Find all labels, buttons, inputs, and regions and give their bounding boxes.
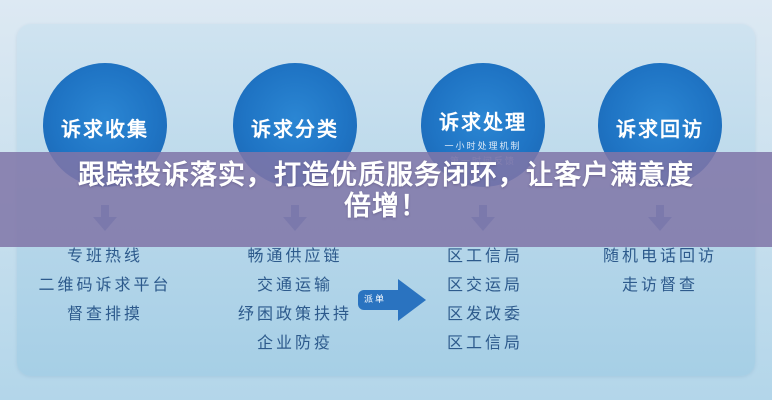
step-label: 诉求分类 [251,116,339,141]
list-item: 区工信局 [446,246,523,265]
list-item: 随机电话回访 [602,246,717,265]
list-item: 区发改委 [446,304,523,323]
list-item: 畅通供应链 [247,246,343,265]
list-item: 走访督查 [621,275,698,294]
list-item: 二维码诉求平台 [38,275,172,294]
revisit-method-list: 随机电话回访 走访督查 [590,241,730,299]
step-label: 诉求回访 [616,116,704,141]
list-item: 专班热线 [66,246,143,265]
list-item: 区交运局 [446,275,523,294]
step-sublabel: 一小时处理机制 [444,141,522,152]
list-item: 企业防疫 [256,333,333,352]
classify-category-list: 畅通供应链 交通运输 纾困政策扶持 企业防疫 [215,241,375,357]
step-label: 诉求处理 [439,109,527,134]
step-label: 诉求收集 [61,116,149,141]
collect-channel-list: 专班热线 二维码诉求平台 督查排摸 [20,241,190,328]
list-item: 纾困政策扶持 [237,304,352,323]
dispatch-label: 派单 [364,295,387,305]
list-item: 督查排摸 [66,304,143,323]
list-item: 区工信局 [446,333,523,352]
handle-department-list: 区工信局 区交运局 区发改委 区工信局 [430,241,540,357]
dispatch-arrow: 派单 [358,279,428,321]
headline-line1: 跟踪投诉落实，打造优质服务闭环，让客户满意度 [78,160,694,191]
right-arrow-icon [398,279,426,321]
headline: 跟踪投诉落实，打造优质服务闭环，让客户满意度 倍增！ [0,160,772,222]
headline-line2: 倍增！ [344,191,428,222]
right-arrow-icon [358,290,404,310]
list-item: 交通运输 [256,275,333,294]
headline-overlay [0,152,772,247]
